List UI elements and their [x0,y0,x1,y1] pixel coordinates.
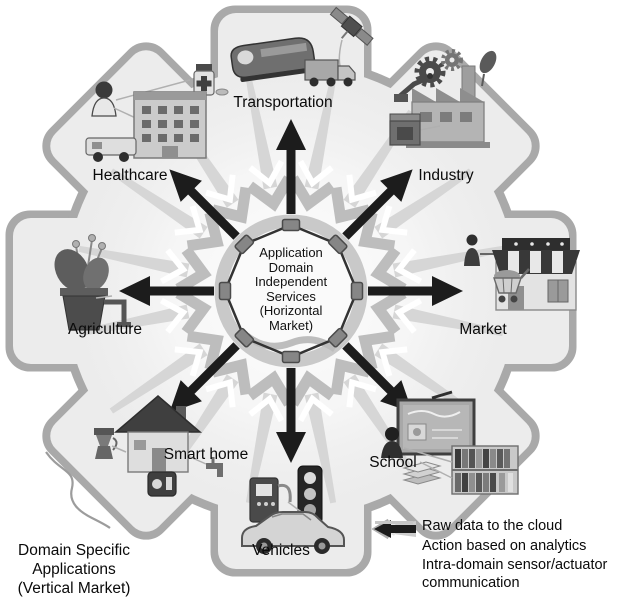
legend-row-action: Action based on analytics [372,520,618,556]
crate-icon [389,113,421,146]
faucet-icon [206,457,223,477]
chain-node [218,281,232,301]
bookshelf-icon [451,445,519,495]
center-label-line: Independent [254,274,328,289]
domain-label-transportation: Transportation [233,94,333,111]
hospital-icon [133,91,207,159]
domain-label-vehicles: Vehicles [252,542,310,559]
legend-label: Raw data to the cloud [422,518,563,534]
leaf-icon [479,50,497,87]
chain-node [327,327,348,348]
books-row-top [455,449,510,468]
domain-label-agriculture: Agriculture [67,321,143,338]
annotation-pointer-line [45,451,111,529]
healthcare-icons [85,64,229,162]
smart-home-icons [94,395,223,497]
train-icon [230,37,317,83]
industry-icons [389,49,497,148]
sensor-line [111,445,127,453]
fuel-pump-icon [249,477,292,523]
vehicles-icons [241,465,345,554]
domain-label-market: Market [459,321,507,338]
chain-node [281,218,301,232]
annotation-line: (Vertical Market) [17,580,131,597]
medicine-icon [193,64,229,96]
domain-label-school: School [369,454,417,471]
center-label-line: Domain [268,259,314,275]
sensor-line [115,79,191,101]
blackboard-icon [396,390,476,456]
center-label-line: Services [266,288,316,304]
domain-label-healthcare: Healthcare [92,167,168,184]
center-label-line: Application [259,245,323,260]
legend-row-intra-domain: Intra-domain sensor/actuator communicati… [372,521,618,592]
legend-label: Action based on analytics [422,537,587,554]
chain-node [281,350,301,364]
cart-icon [493,268,530,303]
sensor-line [419,125,441,131]
traffic-light-icon [297,465,323,525]
center-ring [214,214,368,368]
house-icon [113,395,203,473]
shopper-icon [464,234,494,266]
chain-node [234,234,255,255]
appliance-icon [147,471,177,497]
center-label: Application Domain Independent Services … [224,245,358,333]
books-row-bottom [455,473,513,492]
legend: Raw data to the cloud Action based on an… [372,518,618,594]
satellite-icon [329,6,374,46]
agriculture-icons [54,234,131,331]
annotation-line: Domain Specific [18,542,130,559]
sensor-line [419,461,453,479]
irrigation-icon [104,299,131,327]
chain-nodes [218,218,364,364]
sensor-line [403,447,453,463]
truck-icon [304,59,356,87]
chain-node [350,281,364,301]
coffee-maker-icon [94,428,118,459]
robot-arm-icon [394,73,433,102]
school-icons [381,390,519,495]
transportation-icons [230,6,374,87]
center-label-line: (Horizontal [259,303,323,318]
chain-node [327,234,348,255]
satellite-link-line [338,39,343,67]
ambulance-icon [85,137,137,162]
chain-node [234,327,255,348]
center-label-line: Market) [268,317,314,333]
legend-label: Intra-domain sensor/actuator communicati… [422,557,608,591]
car-icon [241,511,345,554]
doctor-icon [91,81,117,117]
domain-label-smart-home: Smart home [163,446,249,463]
market-icons [464,234,580,311]
sensor-line [187,455,207,465]
vertical-market-annotation: Domain Specific Applications (Vertical M… [0,541,148,598]
plant-icon [54,234,109,331]
sensor-line [95,295,113,299]
domain-label-industry: Industry [418,167,474,184]
annotation-line: Applications [32,561,116,578]
teacher-icon [381,427,403,458]
